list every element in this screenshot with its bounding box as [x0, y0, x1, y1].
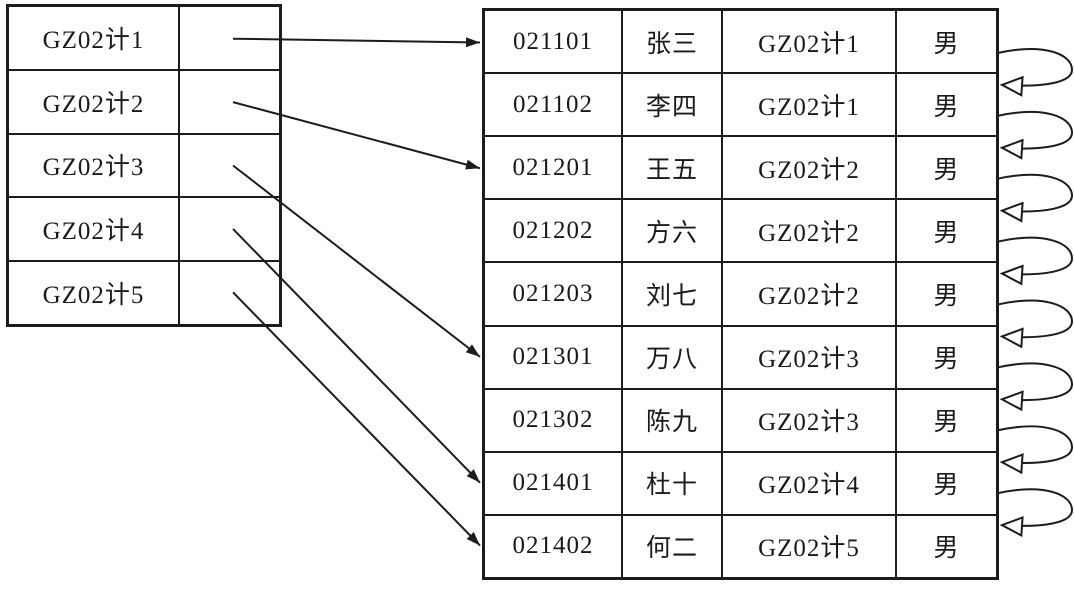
student-id-cell: 021402 [485, 515, 623, 577]
student-name-cell: 张三 [623, 11, 723, 73]
student-table-row: 021401 杜十 GZ02计4 男 [485, 452, 996, 516]
class-table-row: GZ02计5 [9, 262, 279, 324]
student-class-cell: GZ02计1 [723, 74, 897, 136]
class-name-cell: GZ02计5 [9, 262, 180, 324]
next-record-loop-arrow [997, 362, 1074, 401]
next-record-loop-arrow [997, 425, 1074, 463]
student-table-row: 021202 方六 GZ02计2 男 [485, 200, 996, 264]
gender-cell: 男 [933, 472, 960, 500]
student-table-row: 021102 李四 GZ02计1 男 [485, 74, 996, 138]
class-table-row: GZ02计2 [9, 70, 279, 135]
student-class-cell: GZ02计2 [723, 263, 897, 325]
student-id-cell: 021401 [485, 452, 623, 514]
student-class-cell: GZ02计2 [723, 200, 897, 262]
next-record-loop-arrow [997, 488, 1074, 526]
student-id-cell: 021201 [485, 137, 623, 199]
student-name-cell: 刘七 [623, 263, 723, 325]
gender-cell: 男 [933, 30, 960, 58]
pointer-cell [180, 198, 279, 260]
class-table-row: GZ02计1 [9, 7, 279, 71]
student-id-cell: 021101 [485, 11, 623, 73]
class-table: GZ02计1 GZ02计2 GZ02计3 GZ02计4 GZ02计5 [6, 4, 282, 327]
student-name-cell: 王五 [623, 137, 723, 199]
student-class-cell: GZ02计5 [723, 515, 897, 577]
student-id-cell: 021301 [485, 326, 623, 388]
student-table-row: 021402 何二 GZ02计5 男 [485, 515, 996, 577]
student-id-cell: 021203 [485, 263, 623, 325]
class-table-row: GZ02计4 [9, 198, 279, 263]
class-name-cell: GZ02计4 [9, 198, 180, 261]
class-name-cell: GZ02计3 [9, 134, 180, 197]
student-table-row: 021201 王五 GZ02计2 男 [485, 137, 996, 201]
student-name-cell: 方六 [623, 200, 723, 262]
student-class-cell: GZ02计2 [723, 137, 897, 199]
class-name-cell: GZ02计2 [9, 70, 180, 133]
pointer-cell [180, 71, 279, 133]
gender-cell: 男 [933, 93, 960, 121]
class-name-cell: GZ02计1 [9, 7, 180, 69]
student-table-row: 021301 万八 GZ02计3 男 [485, 326, 996, 390]
student-class-cell: GZ02计3 [723, 326, 897, 388]
student-name-cell: 万八 [623, 326, 723, 388]
next-record-loop-arrow [997, 173, 1074, 212]
gender-cell: 男 [933, 346, 960, 374]
pointer-cell [180, 135, 279, 197]
gender-cell: 男 [933, 282, 960, 310]
student-name-cell: 陈九 [623, 389, 723, 451]
next-record-loop-arrow [997, 48, 1074, 86]
student-id-cell: 021202 [485, 200, 623, 262]
pointer-cell [180, 262, 279, 324]
gender-cell: 男 [933, 156, 960, 184]
student-name-cell: 李四 [623, 74, 723, 136]
student-id-cell: 021302 [485, 389, 623, 451]
class-table-row: GZ02计3 [9, 134, 279, 199]
class-pointer-arrow [232, 291, 481, 547]
gender-cell: 男 [933, 535, 960, 563]
next-record-loop-arrow [997, 236, 1074, 275]
gender-cell: 男 [933, 219, 960, 247]
gender-cell: 男 [933, 409, 960, 437]
pointer-cell [180, 7, 279, 69]
next-record-loop-arrow [997, 299, 1074, 338]
student-name-cell: 何二 [623, 515, 723, 577]
student-name-cell: 杜十 [623, 452, 723, 514]
student-table-row: 021101 张三 GZ02计1 男 [485, 11, 996, 75]
student-table: 021101 张三 GZ02计1 男 021102 李四 GZ02计1 男 02… [482, 8, 999, 580]
student-table-row: 021203 刘七 GZ02计2 男 [485, 263, 996, 327]
student-class-cell: GZ02计4 [723, 452, 897, 514]
student-class-cell: GZ02计1 [723, 11, 897, 73]
next-record-loop-arrow [997, 111, 1074, 149]
student-class-cell: GZ02计3 [723, 389, 897, 451]
student-id-cell: 021102 [485, 74, 623, 136]
student-table-row: 021302 陈九 GZ02计3 男 [485, 389, 996, 453]
